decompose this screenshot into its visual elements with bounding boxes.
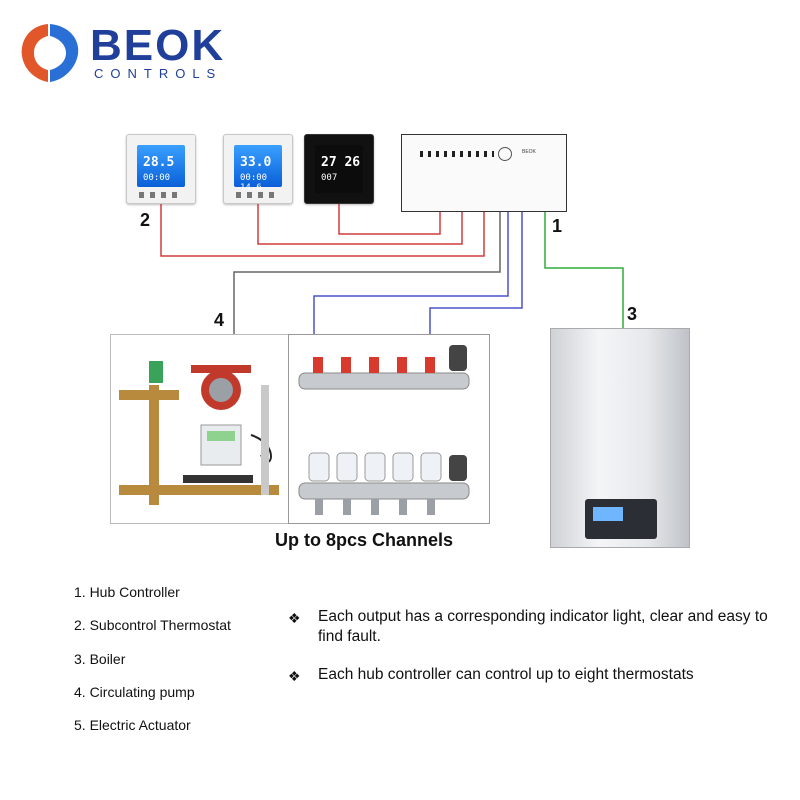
legend-item: 2. Subcontrol Thermostat: [74, 617, 231, 633]
power-button-icon: [498, 147, 512, 161]
thermostat-screen: 27 26 007: [315, 145, 363, 193]
label-pump: 4: [214, 310, 225, 330]
thermostat-screen: 28.5 00:00: [137, 145, 185, 187]
hub-controller: BEOK: [401, 134, 567, 212]
diamond-bullet-icon: ❖: [288, 610, 301, 626]
boiler: [550, 328, 690, 548]
beok-logo: [21, 24, 79, 82]
label-thermostat: 2: [140, 210, 151, 230]
thermostat-1: 28.5 00:00: [126, 134, 196, 204]
pump-illustration: [119, 361, 279, 505]
logo-mark-icon: [21, 24, 79, 82]
feature-text: Each output has a corresponding indicato…: [318, 608, 768, 645]
legend-item: 5. Electric Actuator: [74, 717, 191, 733]
label-hub: 1: [552, 216, 563, 236]
feature-text: Each hub controller can control up to ei…: [318, 666, 694, 683]
legend-item: 3. Boiler: [74, 651, 126, 667]
thermostat-buttons: [236, 192, 280, 198]
thermostat-subdisplay: 00:00: [143, 173, 171, 183]
thermostat-3: 27 26 007: [304, 134, 374, 204]
manifold-with-actuators: [288, 334, 490, 524]
boiler-display: [593, 507, 623, 521]
hub-label: BEOK: [522, 149, 536, 155]
thermostat-buttons: [139, 192, 183, 198]
channels-caption: Up to 8pcs Channels: [275, 530, 454, 550]
manifold-illustration: [298, 345, 470, 515]
thermostat-subdisplay: 007: [321, 173, 338, 183]
diamond-bullet-icon: ❖: [288, 668, 301, 684]
brand-tagline: CONTROLS: [94, 66, 223, 81]
legend-item: 4. Circulating pump: [74, 684, 195, 700]
legend-item: 1. Hub Controller: [74, 584, 180, 600]
thermostat-screen: 33.0 00:00 14.6: [234, 145, 282, 193]
thermostat-display: 28.5: [143, 155, 175, 170]
thermostat-display: 33.0: [240, 155, 272, 170]
circulating-pump-group: [110, 334, 290, 524]
label-boiler: 3: [627, 304, 638, 324]
wire-pump: [233, 212, 501, 350]
thermostat-display: 27 26: [321, 155, 361, 170]
brand-name: BEOK: [90, 21, 226, 70]
thermostat-2: 33.0 00:00 14.6: [223, 134, 293, 204]
boiler-control-panel: [585, 499, 657, 539]
thermostat-subdisplay: 00:00 14.6: [240, 173, 268, 193]
indicator-lights: [420, 151, 494, 157]
